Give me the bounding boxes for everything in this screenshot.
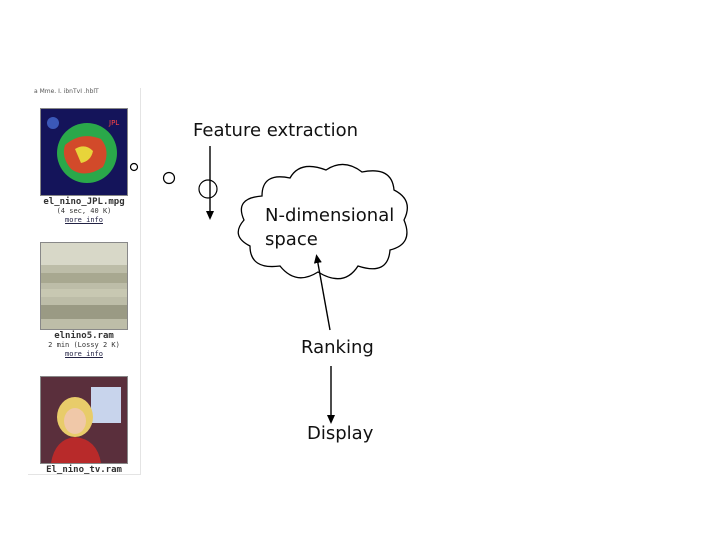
space-label-line2: space bbox=[265, 229, 318, 250]
result-thumbnail-1[interactable]: JPL bbox=[40, 108, 128, 196]
news-anchor-image-icon bbox=[41, 377, 127, 463]
strip-header: a Mme. I. ibnTvI .hblT bbox=[34, 88, 99, 95]
ranking-label: Ranking bbox=[301, 337, 374, 358]
result-meta-2: 2 min (Lossy 2 K) bbox=[48, 341, 120, 349]
result-thumbnail-3[interactable] bbox=[40, 376, 128, 464]
result-name-1[interactable]: el_nino_JPL.mpg bbox=[43, 197, 125, 207]
cloud-shape bbox=[237, 163, 408, 280]
thought-bubble-large bbox=[198, 179, 218, 199]
result-caption-2: elnino5.ram 2 min (Lossy 2 K) more info bbox=[28, 332, 140, 359]
thought-bubble-small bbox=[129, 162, 139, 172]
result-thumbnail-2[interactable] bbox=[40, 242, 128, 330]
result-meta-1: (4 sec, 40 K) bbox=[56, 207, 112, 215]
result-name-2[interactable]: elnino5.ram bbox=[54, 331, 114, 341]
feature-extraction-label: Feature extraction bbox=[193, 120, 359, 141]
result-name-3[interactable]: El_nino_tv.ram bbox=[46, 465, 122, 475]
result-link-1[interactable]: more info bbox=[65, 216, 103, 224]
earth-image-icon: JPL bbox=[41, 109, 127, 195]
ocean-image-icon bbox=[41, 243, 127, 329]
result-link-2[interactable]: more info bbox=[65, 350, 103, 358]
thought-bubble-medium bbox=[162, 171, 176, 185]
svg-text:JPL: JPL bbox=[108, 119, 119, 127]
space-label-line1: N-dimensional bbox=[265, 205, 395, 226]
result-caption-1: el_nino_JPL.mpg (4 sec, 40 K) more info bbox=[28, 198, 140, 225]
display-label: Display bbox=[307, 423, 374, 444]
arrow-ranking-to-space bbox=[313, 254, 331, 331]
result-caption-3: El_nino_tv.ram bbox=[28, 466, 140, 475]
results-strip: a Mme. I. ibnTvI .hblT JPL el_nino_JPL.m… bbox=[28, 88, 141, 475]
